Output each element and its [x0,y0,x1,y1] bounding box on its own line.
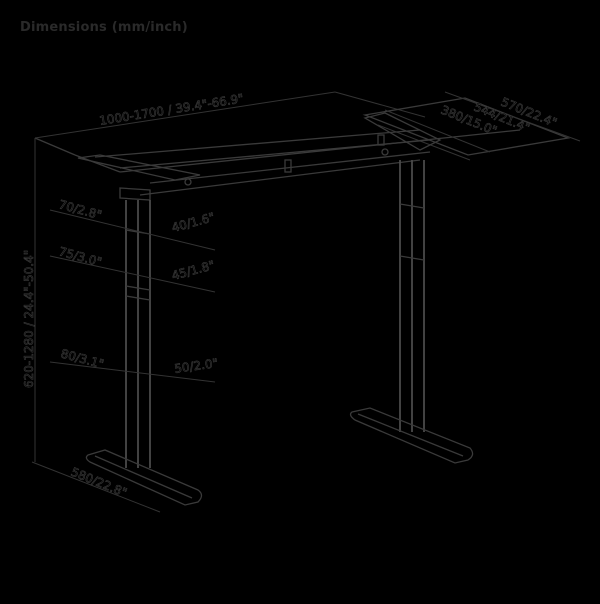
column-mid-outer-label: 75/3.0" [57,244,103,269]
height-label: 620-1280 / 24.4"-50.4" [22,250,36,388]
right-foot [349,407,474,464]
frame-crossbar [77,112,442,201]
depth-panel [362,91,581,161]
left-foot [31,449,203,513]
column-upper-outer-label: 70/2.8" [57,197,103,222]
foot-length-label: 580/22.8" [69,465,129,500]
diagram-title: Dimensions (mm/inch) [20,20,188,35]
column-lower-inner-label: 50/2.0" [173,356,218,376]
column-lower-outer-label: 80/3.1" [59,346,105,371]
section-callouts [49,209,216,383]
left-leg-column [125,200,151,468]
right-leg-column [399,160,425,432]
column-mid-inner-label: 45/1.8" [170,258,216,283]
column-upper-inner-label: 40/1.6" [170,210,216,235]
